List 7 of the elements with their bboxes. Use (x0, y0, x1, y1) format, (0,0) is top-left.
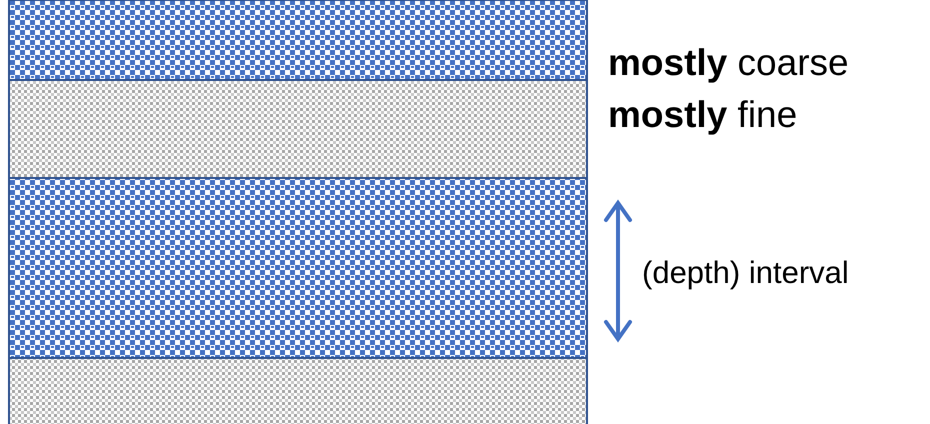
dimension-label: (depth) interval (642, 257, 849, 288)
fine-sediment-band (8, 79, 588, 179)
coarse-sediment-band (8, 0, 588, 81)
coarse-sediment-band (8, 177, 588, 359)
band-description: mostly coarse (608, 44, 849, 81)
fine-sediment-band (8, 357, 588, 424)
band-description: mostly fine (608, 96, 798, 133)
